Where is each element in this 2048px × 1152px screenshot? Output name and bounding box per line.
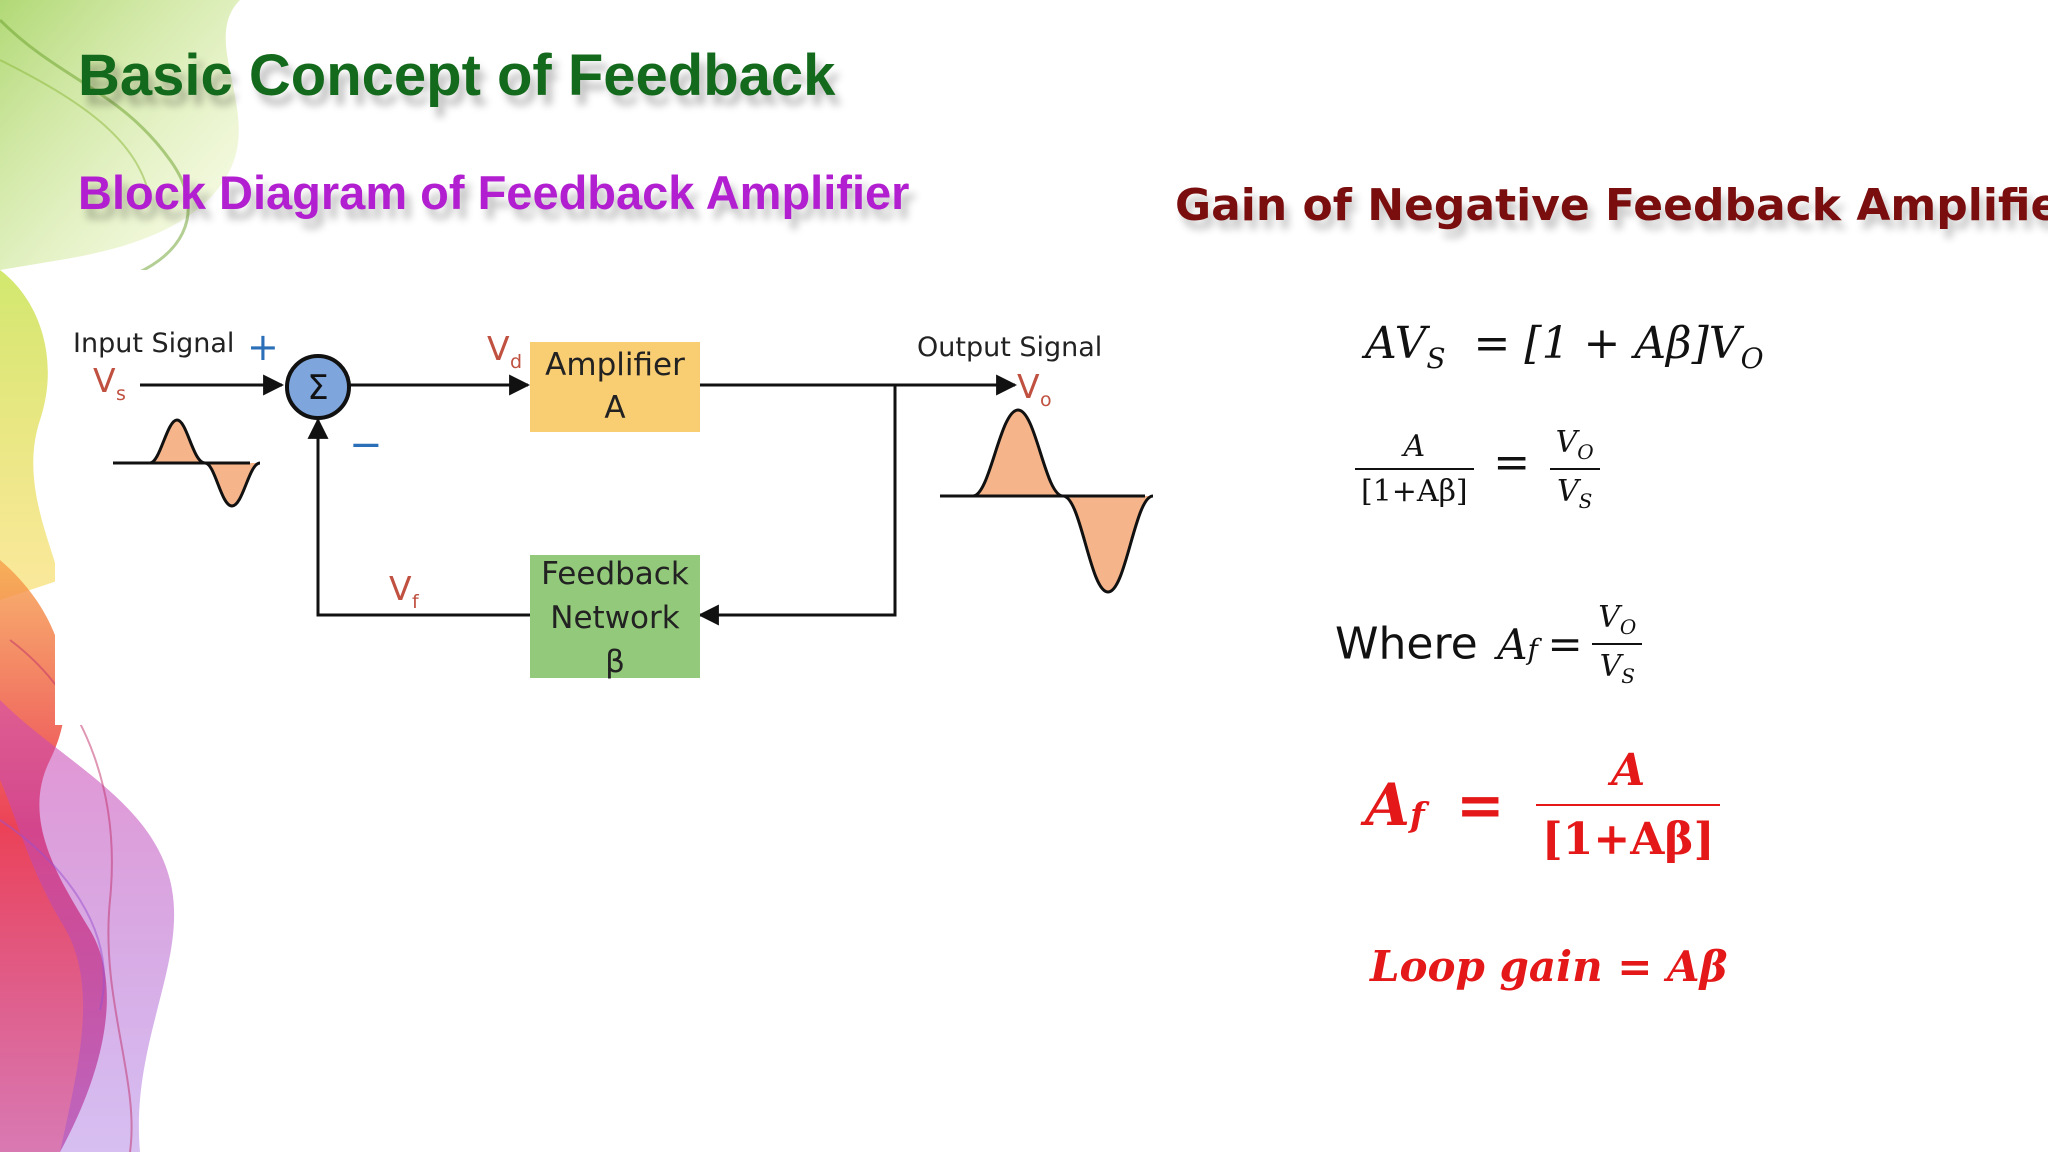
amplifier-gain-symbol: A [604, 390, 625, 426]
amplifier-block [530, 342, 700, 432]
gain-heading: Gain of Negative Feedback Amplifier [1175, 180, 2048, 231]
equation-loop-gain: Loop gain = Aβ [1370, 942, 1728, 991]
feedback-label-2: Network [550, 600, 679, 636]
vo-subscript: o [1040, 389, 1052, 411]
equation-where-af: Where Af = VO VS [1335, 600, 1643, 688]
vf-symbol: V [389, 569, 412, 608]
vs-subscript: s [116, 383, 126, 405]
equation-gain-ratio: A [1+Aβ] = VO VS [1355, 425, 1600, 513]
output-signal-label: Output Signal [917, 332, 1102, 363]
minus-sign: − [349, 422, 383, 468]
vf-subscript: f [412, 591, 420, 613]
block-diagram: Input Signal V s + Σ − V d Amplifier A O… [55, 270, 1185, 725]
vf-arrow [307, 417, 530, 617]
equation-closed-loop: AVS = [1 + Aβ]VO [1365, 318, 1764, 375]
slide-subtitle: Block Diagram of Feedback Amplifier [78, 166, 910, 219]
sigma-symbol: Σ [307, 368, 328, 408]
slide-title: Basic Concept of Feedback [78, 43, 836, 108]
feedback-label-1: Feedback [541, 556, 689, 592]
beta-symbol: β [605, 644, 625, 680]
amplifier-label: Amplifier [545, 347, 685, 383]
feedback-return-line [697, 385, 897, 626]
output-waveform [940, 408, 1154, 594]
equation-af-result: Af = A [1+Aβ] [1365, 745, 1721, 865]
feedback-network-block [530, 555, 700, 678]
vd-symbol: V [487, 329, 510, 368]
plus-sign: + [247, 325, 279, 369]
vo-symbol: V [1017, 367, 1040, 406]
vs-symbol: V [93, 361, 116, 400]
input-waveform [113, 418, 261, 508]
input-signal-label: Input Signal [73, 328, 234, 359]
vd-subscript: d [510, 351, 522, 373]
